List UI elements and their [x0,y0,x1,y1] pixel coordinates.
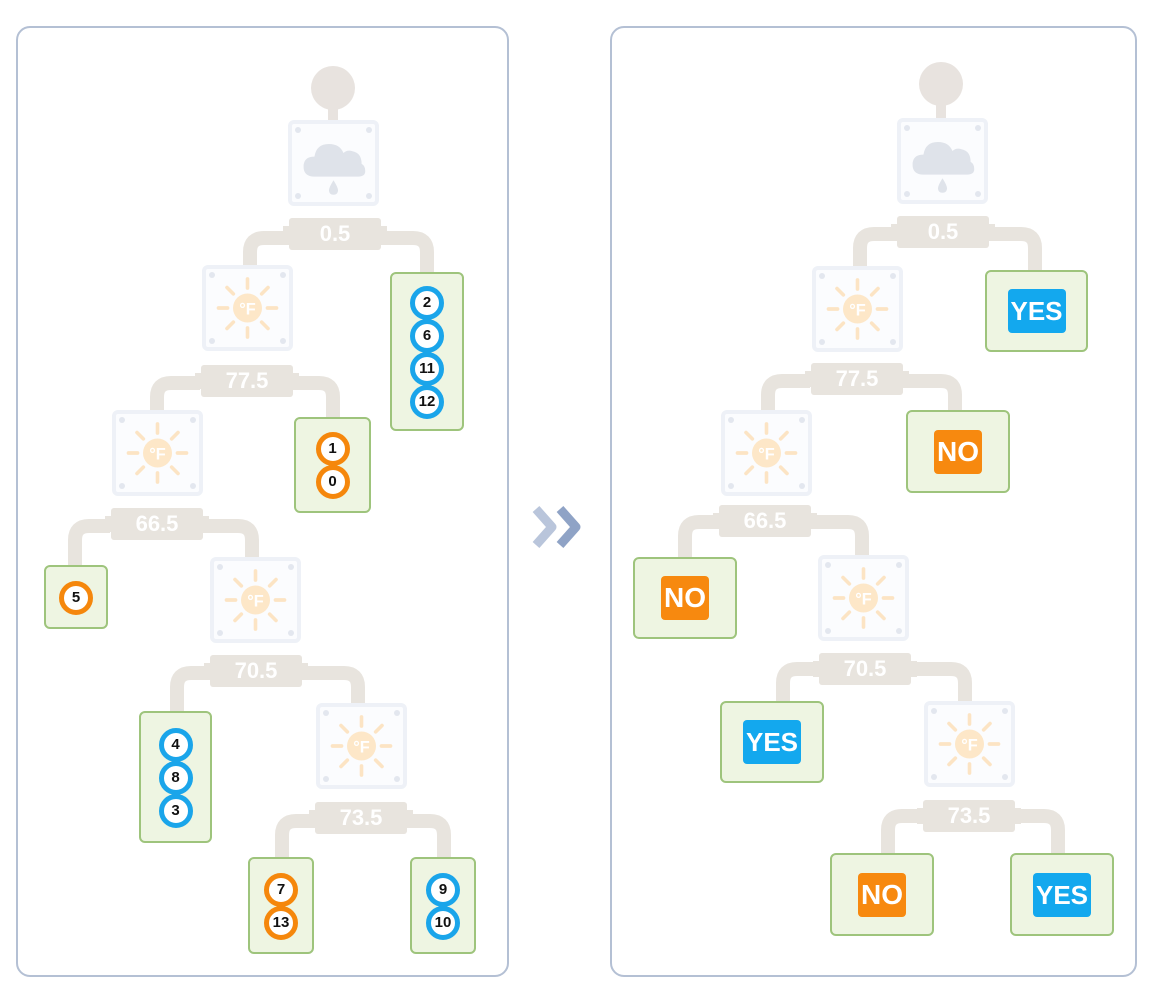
root-knob [919,62,963,106]
prediction-yes-label: YES [1007,289,1066,333]
branch-connector [275,814,316,857]
sun-thermometer-icon: °F [126,422,189,484]
svg-text:°F: °F [247,592,264,610]
threshold-label: 70.5 [204,655,308,687]
prediction-no-label: NO [661,576,709,620]
temperature-question-node: °F [818,555,909,641]
temperature-question-node: °F [924,701,1015,787]
root-stem [328,104,338,126]
svg-text:°F: °F [855,590,872,608]
double-chevron-right-icon [532,506,581,548]
branch-connector [853,227,897,275]
threshold-label: 66.5 [105,508,209,540]
sample-badge: 13 [264,905,298,940]
threshold-label: 70.5 [813,653,917,685]
sample-badge: 3 [158,793,193,828]
branch-connector [912,662,972,712]
sample-badge: 12 [410,384,444,419]
branch-connector [985,227,1042,275]
sun-thermometer-icon: °F [938,713,1001,775]
svg-text:°F: °F [849,301,866,319]
root-stem [936,100,946,122]
branch-connector [150,376,200,425]
sun-thermometer-icon: °F [826,278,889,340]
branch-connector [776,662,822,705]
threshold-label: 73.5 [309,802,413,834]
temperature-question-node: °F [721,410,812,496]
sample-badge: 4 [158,727,193,762]
prediction-no-label: NO [934,429,982,474]
temperature-question-node: °F [316,703,407,789]
svg-text:°F: °F [758,445,775,463]
sample-badge: 9 [426,872,460,907]
branch-connector [170,666,213,712]
sun-thermometer-icon: °F [330,715,393,777]
rain-question-node [288,120,379,206]
prediction-no-label: NO [858,872,906,917]
rain-question-node [897,118,988,204]
sample-badge: 6 [410,318,444,353]
threshold-label: 0.5 [891,216,995,248]
sample-badge: 0 [315,465,350,499]
sun-thermometer-icon: °F [735,422,798,484]
branch-connector [1016,809,1065,855]
prediction-yes-label: YES [1033,872,1091,917]
threshold-label: 66.5 [713,505,817,537]
prediction-yes-label: YES [743,720,801,764]
branch-connector [881,809,925,855]
branch-connector [902,374,962,415]
sun-thermometer-icon: °F [832,567,895,629]
sample-badge: 11 [410,351,444,386]
sample-badge: 8 [158,760,193,795]
sample-badge: 1 [315,432,350,466]
branch-connector [292,376,340,430]
sun-thermometer-icon: °F [216,277,279,339]
branch-connector [301,666,365,718]
branch-connector [68,519,110,565]
temperature-question-node: °F [112,410,203,496]
sample-badge: 10 [426,905,460,940]
branch-connector [406,814,451,860]
sample-badge: 7 [264,872,298,907]
svg-text:°F: °F [149,445,166,463]
threshold-label: 77.5 [805,363,909,395]
sample-badge: 5 [59,580,93,615]
threshold-label: 73.5 [917,800,1021,832]
temperature-question-node: °F [202,265,293,351]
cloud-rain-icon [912,141,975,193]
branch-connector [810,515,869,563]
temperature-question-node: °F [812,266,903,352]
branch-connector [200,519,259,567]
svg-text:°F: °F [961,736,978,754]
sample-badge: 2 [410,285,444,320]
root-knob [311,66,355,110]
temperature-question-node: °F [210,557,301,643]
svg-text:°F: °F [239,300,256,318]
sun-thermometer-icon: °F [224,569,287,631]
branch-connector [243,231,290,282]
threshold-label: 77.5 [195,365,299,397]
branch-connector [678,515,720,561]
svg-text:°F: °F [353,738,370,756]
threshold-label: 0.5 [283,218,387,250]
branch-connector [380,231,434,285]
cloud-rain-icon [303,143,366,195]
branch-connector [761,374,810,415]
